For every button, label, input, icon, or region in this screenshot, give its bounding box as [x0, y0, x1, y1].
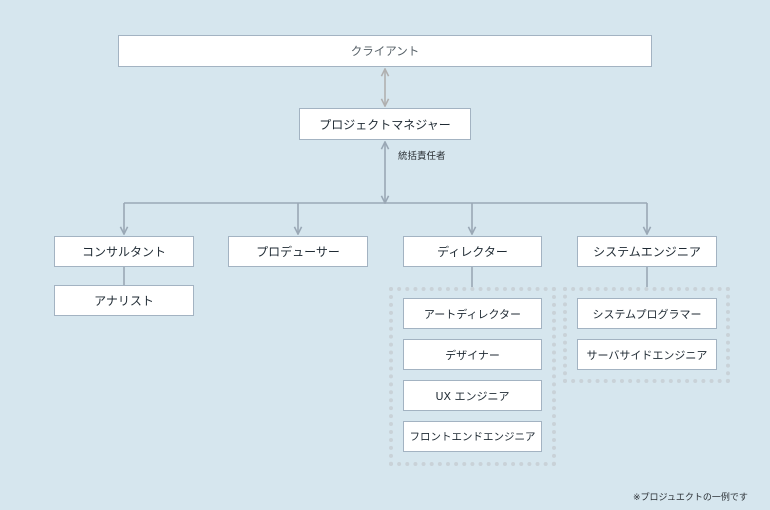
- producer-box: プロデューサー: [228, 236, 368, 267]
- frontend-engineer-box: フロントエンドエンジニア: [403, 421, 542, 452]
- pm-role-label: 統括責任者: [398, 151, 446, 162]
- client-box: クライアント: [118, 35, 652, 67]
- director-team-group: [389, 287, 556, 466]
- designer-box: デザイナー: [403, 339, 542, 370]
- engineer-team-group: [563, 287, 730, 383]
- system-programmer-box: システムプログラマー: [577, 298, 717, 329]
- ux-engineer-box: UX エンジニア: [403, 380, 542, 411]
- director-box: ディレクター: [403, 236, 542, 267]
- analyst-box: アナリスト: [54, 285, 194, 316]
- server-side-engineer-box: サーバサイドエンジニア: [577, 339, 717, 370]
- consultant-box: コンサルタント: [54, 236, 194, 267]
- footnote: ※プロジュエクトの一例です: [633, 493, 748, 503]
- art-director-box: アートディレクター: [403, 298, 542, 329]
- system-engineer-box: システムエンジニア: [577, 236, 717, 267]
- project-manager-box: プロジェクトマネジャー: [299, 108, 471, 140]
